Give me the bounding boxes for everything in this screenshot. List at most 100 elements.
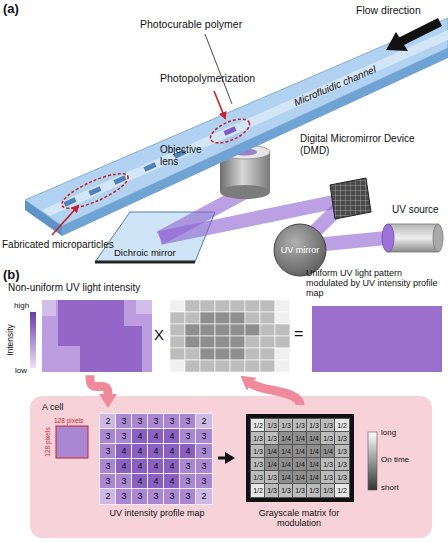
art-polygon (25, 18, 448, 226)
operator-symbol: X (154, 326, 164, 343)
art-rect (245, 300, 260, 312)
art-rect (260, 336, 275, 348)
image-panel: Non-uniform UV light intensity (8, 282, 168, 375)
art-rect (388, 224, 438, 252)
art-rect (245, 348, 260, 360)
art-rect (260, 312, 275, 324)
art-path (250, 383, 300, 405)
part-label: UV source (392, 204, 439, 216)
art-rect (215, 348, 230, 360)
spacer (8, 293, 168, 375)
panel-letter: (b) (3, 268, 20, 283)
art-rect (230, 360, 245, 372)
art-rect (275, 324, 290, 336)
table-cell: 4 (164, 444, 180, 459)
table-cell: 1/4 (279, 432, 293, 445)
table-cell: 2 (100, 414, 116, 429)
dimension-label: 128 pixels (54, 417, 83, 424)
table-cell: 1/3 (321, 484, 335, 497)
art-rect (246, 414, 354, 502)
art-rect (215, 300, 230, 312)
art-ellipse (220, 185, 270, 199)
table-cell: 4 (164, 474, 180, 489)
art-rect (42, 300, 152, 372)
art-rect (170, 324, 185, 336)
node-text: Non-uniform UV light intensity (8, 282, 168, 293)
art-rect (185, 360, 200, 372)
table-cell: 1/3 (265, 432, 279, 445)
table-cell: 1/4 (265, 458, 279, 471)
art-polygon (330, 178, 371, 219)
table-cell: 3 (196, 459, 212, 474)
table-cell: 4 (164, 459, 180, 474)
art-rect (245, 360, 260, 372)
art-rect (275, 348, 290, 360)
art-rect (200, 300, 215, 312)
table-cell: 3 (180, 489, 196, 504)
table-cell: 3 (132, 414, 148, 429)
table-cell: 1/3 (251, 458, 265, 471)
table-cell: 1/3 (251, 445, 265, 458)
table-cell: 3 (132, 489, 148, 504)
part-label: Fabricated microparticles (2, 239, 114, 251)
art-line (95, 261, 195, 264)
panel-letter: (a) (3, 2, 19, 17)
table-cell: 1/3 (265, 419, 279, 432)
table-cell: 1/4 (307, 458, 321, 471)
part-label: Objective lens (160, 144, 216, 167)
part-label: Photocurable polymer (140, 18, 242, 30)
table-cell: 1/4 (279, 458, 293, 471)
art-rect (170, 348, 185, 360)
art-rect (368, 432, 377, 490)
art-rect (185, 348, 200, 360)
table-cell: 1/3 (251, 471, 265, 484)
art-rect (114, 175, 127, 184)
connector-arrow (90, 375, 108, 396)
table-cell: 1/3 (307, 419, 321, 432)
table-cell: 4 (116, 444, 132, 459)
art-rect (230, 336, 245, 348)
table-cell: 1/2 (251, 419, 265, 432)
table-cell: 3 (100, 429, 116, 444)
table-cell: 1/3 (279, 484, 293, 497)
table-cell: 3 (164, 489, 180, 504)
table-cell: 1/4 (307, 432, 321, 445)
art-rect (275, 312, 290, 324)
table-cell: 1/2 (251, 484, 265, 497)
art-rect (230, 348, 245, 360)
table-cell: 3 (164, 414, 180, 429)
art-rect (185, 336, 200, 348)
table-cell: 3 (196, 474, 212, 489)
connector-arrow (218, 457, 226, 460)
table-cell: 4 (116, 459, 132, 474)
part-label: Digital Micromirror Device (DMD) (300, 133, 420, 156)
art-path (42, 300, 152, 316)
table-cell: 1/4 (279, 471, 293, 484)
table-cell: 1/4 (265, 445, 279, 458)
table-cell: 1/4 (279, 445, 293, 458)
table-cell: 4 (132, 444, 148, 459)
art-rect (185, 312, 200, 324)
table-cell: 4 (148, 459, 164, 474)
art-polygon (62, 48, 448, 236)
art-rect (170, 360, 185, 372)
table-cell: 4 (180, 444, 196, 459)
table-cell: 2 (196, 489, 212, 504)
art-rect (170, 336, 185, 348)
node-text: Uniform UV light pattern modulated by UV… (306, 268, 446, 298)
table-cell: 3 (180, 414, 196, 429)
art-ellipse (207, 114, 253, 148)
part-label: Dichroic mirror (112, 248, 178, 259)
art-rect (275, 336, 290, 348)
table-cell: 1/2 (335, 419, 349, 432)
table-cell: 3 (196, 429, 212, 444)
table-cell: 1/4 (293, 458, 307, 471)
axis-label: short (381, 483, 399, 492)
art-ellipse (433, 224, 443, 252)
table-cell: 3 (148, 414, 164, 429)
table-cell: 1/4 (307, 471, 321, 484)
art-rect (260, 360, 275, 372)
table-cell: 1/3 (265, 484, 279, 497)
table-cell: 4 (132, 459, 148, 474)
